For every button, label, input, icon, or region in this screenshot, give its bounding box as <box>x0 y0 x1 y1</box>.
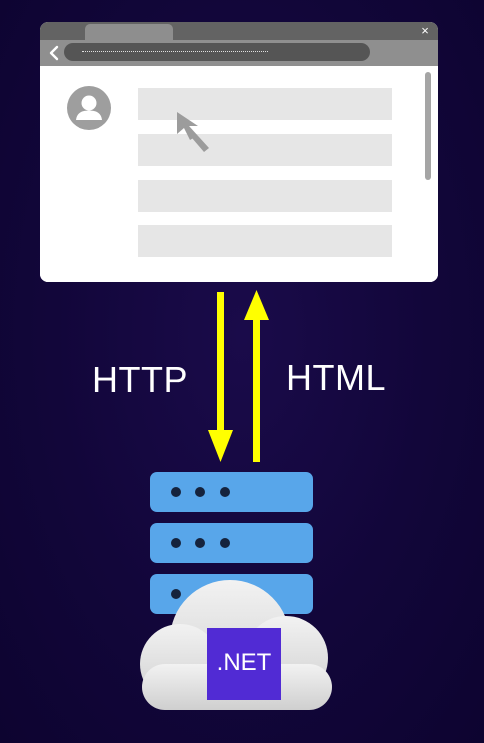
server-led <box>220 538 230 548</box>
browser-address-bar <box>40 40 438 66</box>
content-placeholder-row <box>138 180 392 212</box>
close-icon[interactable]: × <box>421 23 429 38</box>
dotnet-logo: .NET <box>207 628 281 700</box>
server-led <box>171 589 181 599</box>
content-placeholder-row <box>138 225 392 257</box>
server-unit <box>150 472 313 512</box>
browser-page-content <box>40 66 438 282</box>
mouse-pointer-icon <box>177 112 209 152</box>
url-placeholder-dots <box>82 51 268 52</box>
http-label: HTTP <box>92 359 188 400</box>
browser-tab[interactable] <box>85 24 173 40</box>
dotnet-logo-text: .NET <box>216 649 272 676</box>
content-placeholder-row <box>138 134 392 166</box>
user-avatar-icon <box>67 86 111 130</box>
chevron-left-icon[interactable] <box>46 44 62 62</box>
browser-window: × <box>40 22 438 282</box>
server-led <box>171 538 181 548</box>
scrollbar-thumb[interactable] <box>425 72 431 180</box>
server-unit <box>150 523 313 563</box>
response-arrow-up <box>244 290 269 462</box>
request-arrow-down <box>208 292 233 462</box>
server-led <box>195 538 205 548</box>
browser-tab-bar: × <box>40 22 438 40</box>
url-field[interactable] <box>64 43 370 61</box>
request-response-arrows <box>208 290 269 462</box>
server-led <box>195 487 205 497</box>
server-led <box>171 487 181 497</box>
server-led <box>220 487 230 497</box>
html-label: HTML <box>286 357 386 398</box>
